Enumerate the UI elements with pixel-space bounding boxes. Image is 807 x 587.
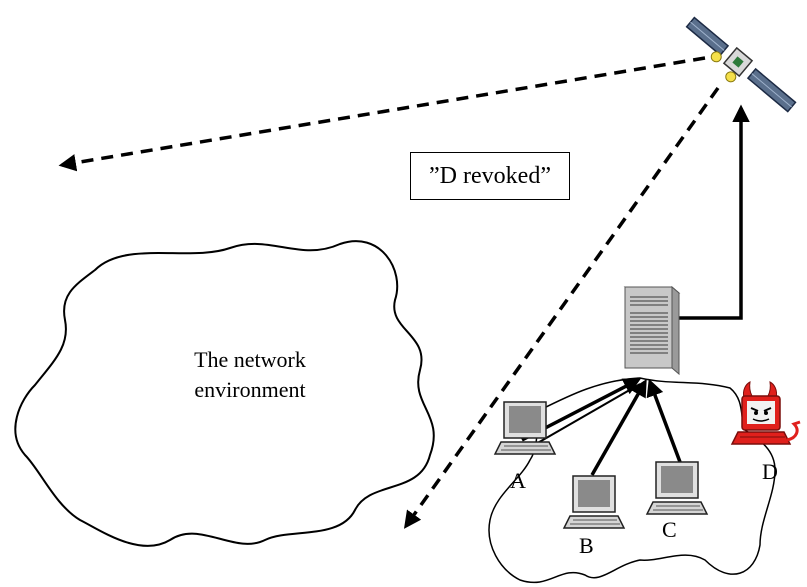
devil-laptop-icon [730,381,801,445]
link-b-server [590,378,647,476]
network-cloud-label: The network environment [160,345,340,405]
node-label-c: C [662,517,677,542]
satellite-icon [685,16,797,113]
broadcast-arrow-down [403,86,720,529]
uplink-arrow [677,104,750,320]
laptop-icon [645,461,709,515]
network-cloud-label-line1: The network [194,347,306,372]
link-a-server-2 [521,383,641,453]
node-label-b: B [579,533,594,558]
revocation-message-box: ”D revoked” [410,152,570,200]
network-cloud [14,240,435,547]
server-icon [623,285,681,376]
node-label-a: A [510,468,526,493]
node-label-d: D [762,459,778,484]
revocation-message-text: ”D revoked” [429,162,551,189]
local-network-outline [488,377,776,584]
laptop-icon [562,475,626,529]
broadcast-arrow-left [58,56,706,172]
network-cloud-label-line2: environment [194,377,306,402]
link-c-server [646,378,682,463]
laptop-icon [493,401,557,455]
